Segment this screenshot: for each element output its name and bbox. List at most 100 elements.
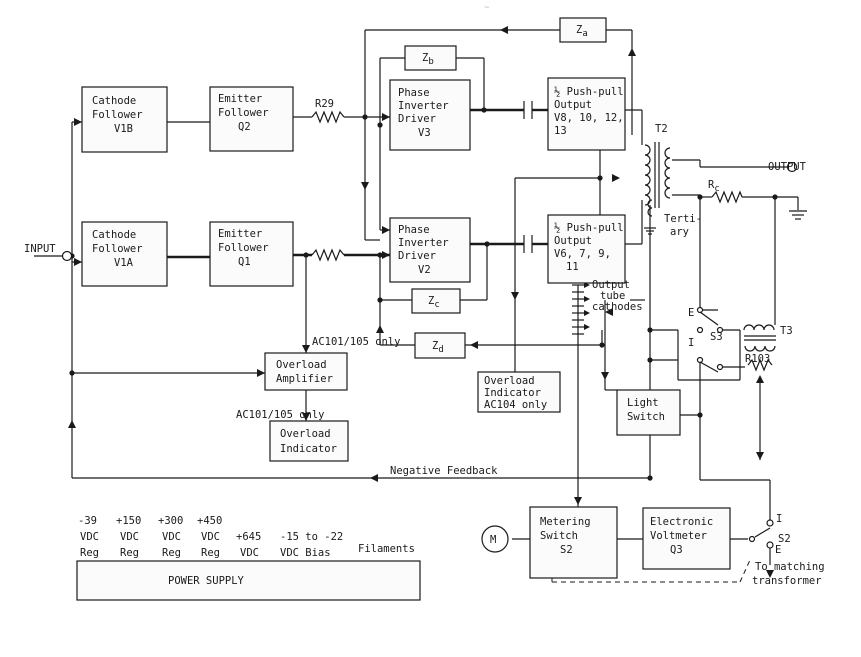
switch-s2-icon[interactable]	[748, 535, 756, 543]
svg-text:Cathode: Cathode	[92, 95, 136, 107]
cathodes-label-2: tube	[600, 290, 625, 302]
output-terminal	[786, 161, 798, 173]
svg-text:Za: Za	[576, 24, 588, 39]
s3-label: S3	[710, 331, 723, 343]
s3-i-label: I	[688, 337, 694, 349]
svg-text:Zc: Zc	[428, 295, 440, 310]
cathodes-label-3: cathodes	[592, 301, 643, 313]
supply-rail-filaments: Filaments	[358, 543, 415, 555]
svg-text:Zd: Zd	[432, 340, 444, 355]
s2-terminal-i	[766, 519, 774, 527]
ac101-only-upper-label: AC101/105 only	[312, 336, 401, 348]
impedance-zb: Zb	[404, 45, 457, 71]
svg-text:V2: V2	[418, 264, 431, 276]
block-overload-indicator-ac104: Overload Indicator AC104 only	[477, 371, 561, 413]
svg-text:Switch: Switch	[627, 411, 665, 423]
cathode-lines-icon	[572, 282, 590, 335]
terminals	[61, 161, 807, 549]
svg-text:Reg: Reg	[162, 547, 181, 559]
svg-text:Reg: Reg	[120, 547, 139, 559]
svg-text:Electronic: Electronic	[650, 516, 713, 528]
svg-text:-15 to -22: -15 to -22	[280, 531, 343, 543]
switch-s3-icon[interactable]	[696, 306, 724, 373]
svg-text:Phase: Phase	[398, 224, 430, 236]
free-labels: INPUT OUTPUT R29 T2 T3 R103 S3 E I I S2 …	[24, 3, 825, 587]
svg-text:VDC Bias: VDC Bias	[280, 547, 331, 559]
svg-text:Voltmeter: Voltmeter	[650, 530, 707, 542]
svg-text:Q1: Q1	[238, 256, 251, 268]
impedance-zd: Zd	[414, 332, 466, 359]
block-emitter-follower-q1: Emitter Follower Q1	[209, 221, 294, 287]
svg-text:Cathode: Cathode	[92, 229, 136, 241]
svg-text:Q2: Q2	[238, 121, 251, 133]
signal-arrows	[68, 26, 774, 578]
input-label: INPUT	[24, 243, 56, 255]
svg-text:Driver: Driver	[398, 113, 436, 125]
resistor-q1-icon	[311, 248, 345, 262]
svg-text:V6, 7, 9,: V6, 7, 9,	[554, 248, 611, 260]
svg-text:V1A: V1A	[114, 257, 134, 269]
matching-transformer-label-2: transformer	[752, 575, 822, 587]
svg-text:V1B: V1B	[114, 123, 133, 135]
svg-text:Follower: Follower	[92, 243, 143, 255]
svg-text:+450: +450	[197, 515, 222, 527]
svg-text:Driver: Driver	[398, 250, 436, 262]
svg-text:Metering: Metering	[540, 516, 591, 528]
svg-text:13: 13	[554, 125, 567, 137]
s2-label: S2	[778, 533, 791, 545]
svg-text:POWER SUPPLY: POWER SUPPLY	[168, 575, 245, 587]
svg-text:VDC: VDC	[120, 531, 139, 543]
supply-rail-pos450: +450 VDC Reg	[197, 515, 222, 559]
ac101-only-lower-label: AC101/105 only	[236, 409, 325, 421]
resistor-rc-label: Rc	[708, 179, 720, 194]
tertiary-label-1: Terti-	[664, 213, 702, 225]
output-label: OUTPUT	[768, 161, 807, 173]
svg-text:VDC: VDC	[201, 531, 220, 543]
supply-rail-neg39: -39 VDC Reg	[78, 515, 99, 559]
matching-transformer-label-1: To matching	[755, 561, 825, 573]
svg-text:Q3: Q3	[670, 544, 683, 556]
svg-text:V3: V3	[418, 127, 431, 139]
svg-text:Output: Output	[554, 99, 592, 111]
resistor-r29-icon	[311, 110, 345, 124]
svg-text:+300: +300	[158, 515, 183, 527]
supply-rail-bias: -15 to -22 VDC Bias	[280, 531, 343, 559]
svg-text:Follower: Follower	[218, 242, 269, 254]
svg-text:Switch: Switch	[540, 530, 578, 542]
svg-text:Emitter: Emitter	[218, 228, 262, 240]
transformer-t3-icon	[743, 324, 776, 372]
block-emitter-follower-q2: Emitter Follower Q2	[209, 86, 294, 152]
capacitor-lower-icon	[523, 235, 533, 253]
s2-i-label: I	[776, 513, 782, 525]
svg-text:+150: +150	[116, 515, 141, 527]
svg-text:AC104 only: AC104 only	[484, 399, 547, 411]
output-ground-icon	[789, 210, 807, 220]
block-overload-indicator: Overload Indicator	[269, 420, 349, 462]
r103-label: R103	[745, 353, 770, 365]
svg-text:Reg: Reg	[80, 547, 99, 559]
svg-text:11: 11	[566, 261, 579, 273]
svg-text:VDC: VDC	[240, 547, 259, 559]
s3-e-label: E	[688, 307, 694, 319]
block-power-supply: POWER SUPPLY	[76, 560, 421, 601]
svg-text:Indicator: Indicator	[484, 387, 541, 399]
svg-text:½ Push-pull: ½ Push-pull	[554, 86, 624, 98]
svg-text:Follower: Follower	[218, 107, 269, 119]
svg-text:VDC: VDC	[80, 531, 99, 543]
svg-text:½ Push-pull: ½ Push-pull	[554, 222, 624, 234]
svg-text:Inverter: Inverter	[398, 100, 449, 112]
t2-label: T2	[655, 123, 668, 135]
negative-feedback-label: Negative Feedback	[390, 465, 498, 477]
svg-text:Reg: Reg	[201, 547, 220, 559]
svg-text:Phase: Phase	[398, 87, 430, 99]
svg-text:Filaments: Filaments	[358, 543, 415, 555]
cathodes-label-1: Output	[592, 279, 630, 291]
s2-e-label: E	[775, 544, 781, 556]
block-phase-inverter-v2: Phase Inverter Driver V2	[389, 217, 471, 283]
r29-label: R29	[315, 98, 334, 110]
svg-text:+645: +645	[236, 531, 261, 543]
svg-text:Overload: Overload	[280, 428, 331, 440]
input-terminal	[61, 250, 73, 262]
wiring	[34, 29, 799, 583]
